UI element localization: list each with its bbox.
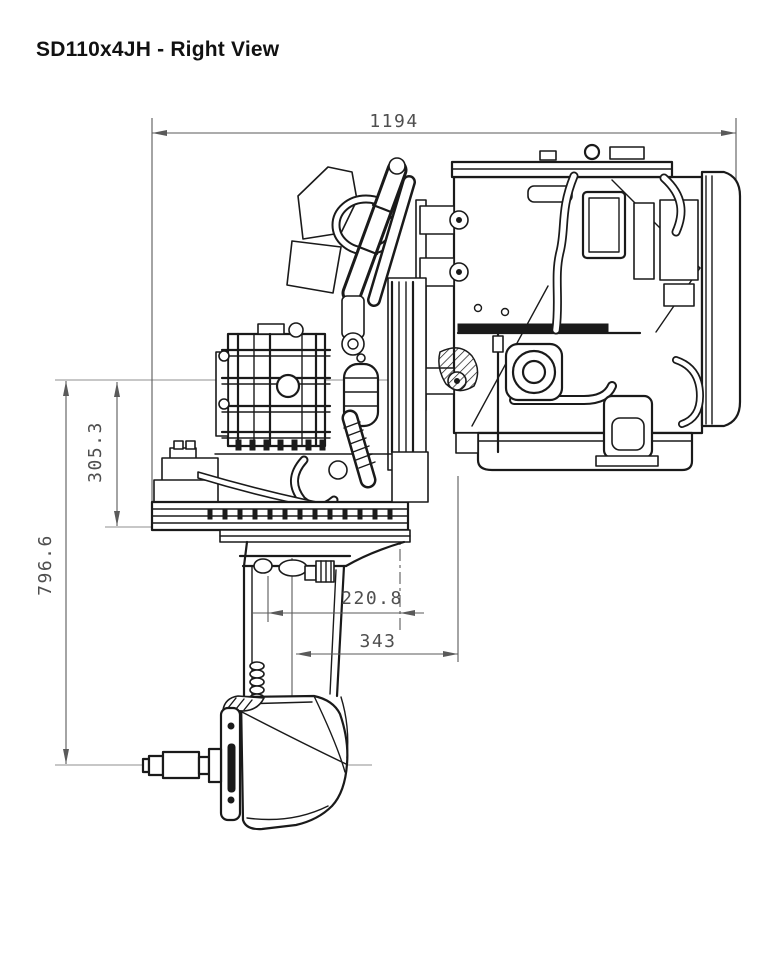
dim-label-796-6: 796.6 <box>35 534 56 596</box>
engine-block <box>415 143 742 472</box>
oil-pan <box>476 431 694 472</box>
heat-exchanger <box>581 190 627 260</box>
lifting-eye <box>583 143 601 161</box>
dim-label-305-3: 305.3 <box>85 421 106 483</box>
valve-cover-rail <box>450 143 674 179</box>
page-title: SD110x4JH - Right View <box>36 38 280 61</box>
gear-housing-bolt-row <box>235 439 326 451</box>
mounting-flange <box>150 440 429 543</box>
leg-cap-fittings <box>253 558 335 583</box>
dimension-overall-length: 1194 <box>152 111 736 136</box>
propeller-shaft <box>141 747 223 784</box>
dimension-crank-to-prop: 796.6 <box>35 381 69 764</box>
flywheel-housing <box>700 170 742 428</box>
gear-housing <box>214 322 401 512</box>
dim-label-220-8: 220.8 <box>341 588 403 609</box>
dimension-leg-offset-b: 343 <box>296 631 458 657</box>
gear-housing-ribs <box>220 332 332 448</box>
flange-bolts <box>207 508 393 520</box>
flex-coupling-hatched <box>438 347 479 392</box>
intake-exhaust-assembly <box>286 157 416 356</box>
dimension-crank-to-mount: 305.3 <box>85 382 120 526</box>
exhaust-manifold <box>457 323 609 334</box>
mount-foot <box>595 394 659 467</box>
saildrive-leg <box>238 540 406 703</box>
dimension-leg-offset-a: 220.8 <box>252 588 424 616</box>
dim-label-1194: 1194 <box>369 111 418 132</box>
water-pump <box>504 342 564 402</box>
ribbed-hose <box>343 421 376 469</box>
dim-label-343: 343 <box>359 631 396 652</box>
lower-gear-unit <box>141 694 349 831</box>
